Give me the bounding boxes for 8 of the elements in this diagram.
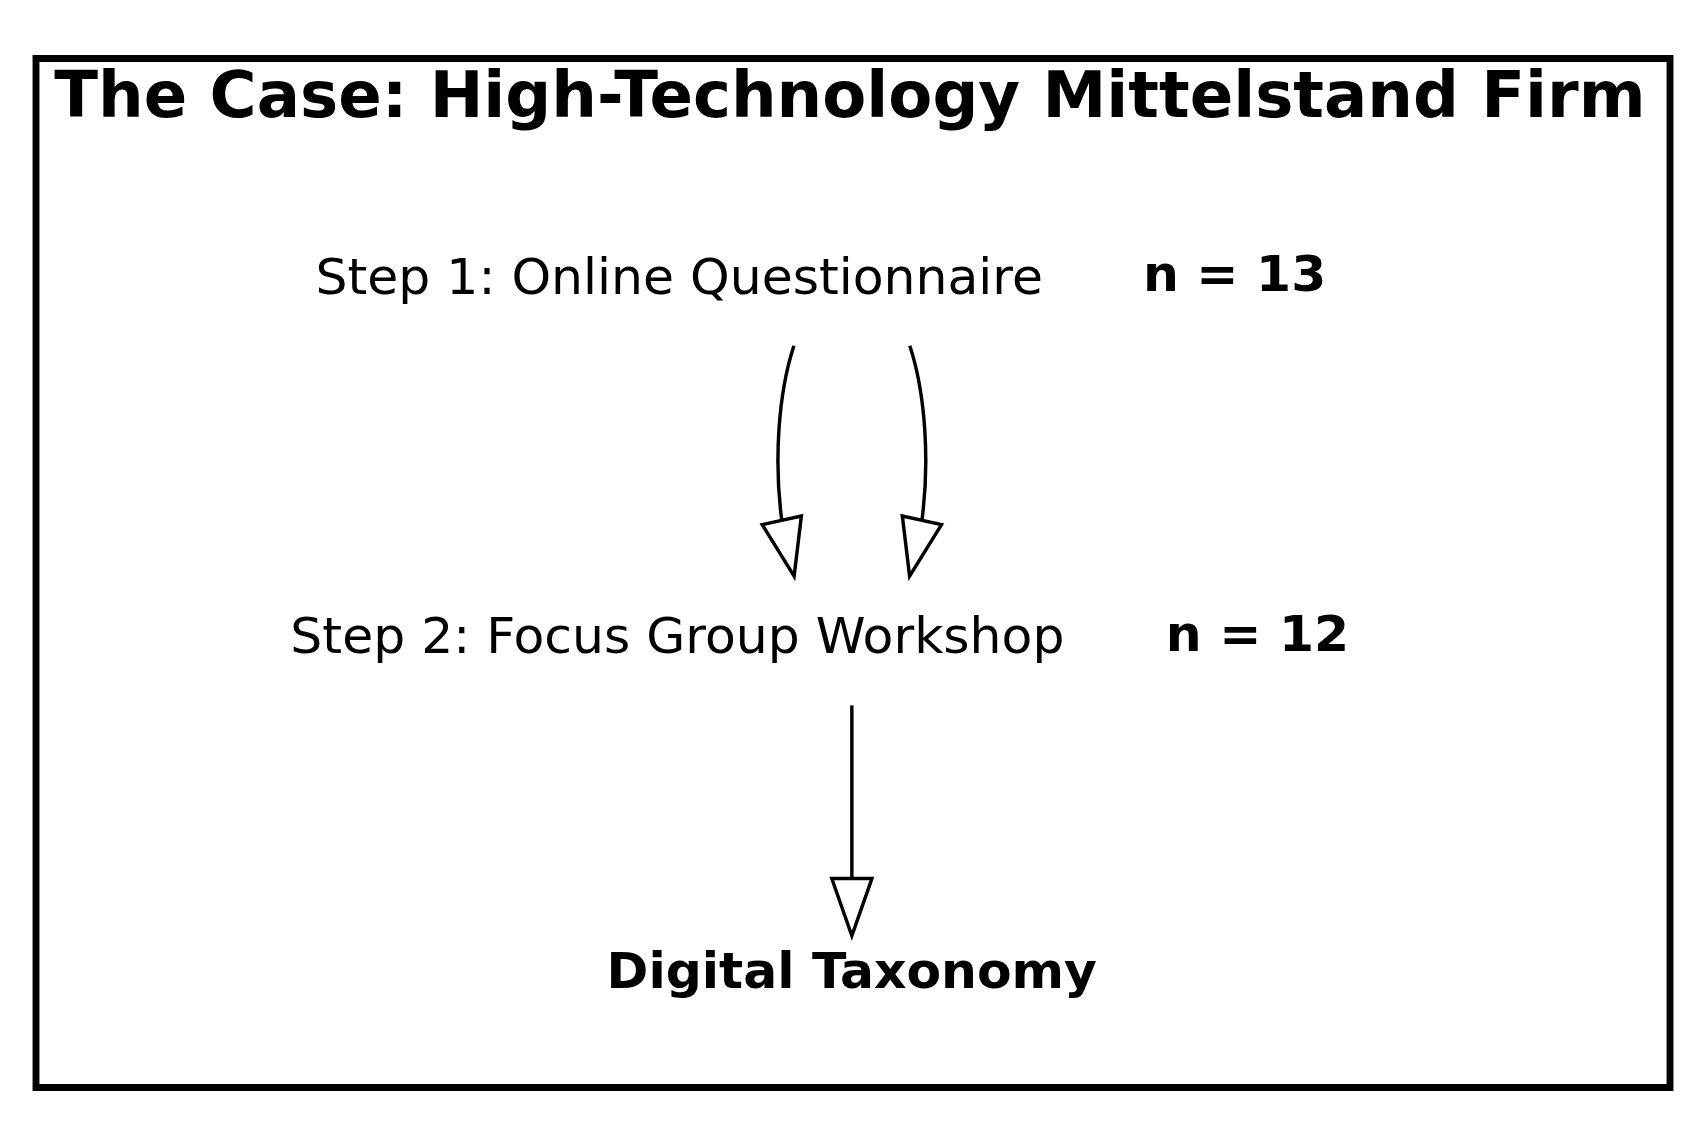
node-text: Step 2: Focus Group Workshop: [290, 605, 1065, 665]
node-label: n = 12: [1165, 603, 1350, 663]
node-text: Step 1: Online Questionnaire: [315, 246, 1043, 306]
arrow: [759, 344, 804, 581]
node-text: Digital Taxonomy: [606, 940, 1097, 1000]
arrow: [900, 344, 945, 581]
node-label: n = 13: [1142, 243, 1327, 303]
arrow: [829, 704, 875, 941]
